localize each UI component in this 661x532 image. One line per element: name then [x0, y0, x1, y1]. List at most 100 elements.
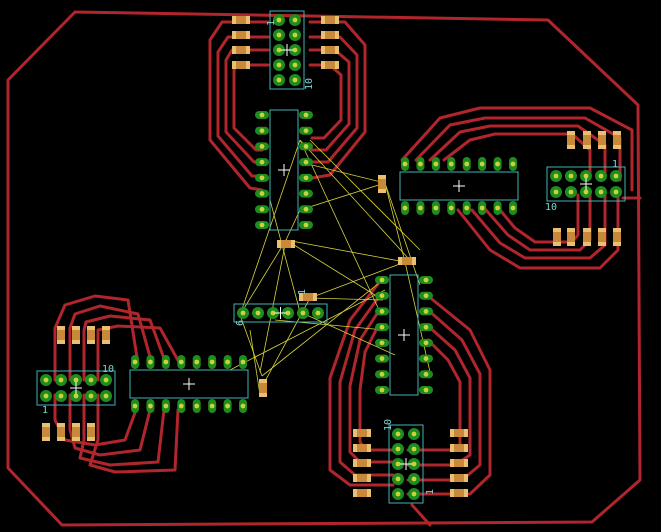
resistor-right-bottom-1-end-b: [583, 242, 591, 246]
resistor-left-top-3: [102, 326, 110, 344]
header-top-pin-0-1-hole: [276, 32, 282, 38]
header-left-pin-3-1-hole: [88, 393, 94, 399]
header-bottom-outline: [388, 424, 424, 504]
header-top-pin-1-1-hole: [292, 32, 298, 38]
header-top-pin-0-0-hole: [276, 17, 282, 23]
resistor-top-left-1: [232, 31, 250, 39]
resistor-center-d-end-b: [378, 189, 386, 193]
resistor-bottom-left-1: [353, 444, 371, 452]
header-bottom-pin-1-2-hole: [411, 461, 417, 467]
resistor-right-top-1: [583, 131, 591, 149]
header-top-outline: [269, 10, 305, 90]
resistor-center-d: [378, 175, 386, 193]
resistor-center-e: [259, 379, 267, 397]
airwire-5: [309, 261, 406, 299]
bottom-header-label-1: 1: [425, 489, 436, 495]
resistor-center-e-end-b: [259, 393, 267, 397]
airwire-19: [269, 199, 301, 313]
resistor-center-a: [277, 240, 295, 248]
ic-left-pad-t-5-hole: [209, 359, 215, 365]
resistor-top-left-0-end-a: [232, 16, 236, 24]
ic-bottom-outline: [389, 274, 419, 396]
resistor-bottom-left-3-end-b: [367, 474, 371, 482]
resistor-bottom-right-1-end-b: [464, 444, 468, 452]
header-bottom-pin-0-1-hole: [395, 446, 401, 452]
resistor-left-top-1: [72, 326, 80, 344]
resistor-top-left-3-end-a: [232, 61, 236, 69]
bottom-header-label-10: 10: [383, 419, 394, 431]
ic-right-pad-b-1-hole: [418, 205, 423, 211]
resistor-top-left-0-end-b: [246, 16, 250, 24]
left-fan-trace-4: [53, 393, 138, 447]
header-left-pin-2-1-hole: [73, 393, 79, 399]
resistor-top-right-1-end-b: [335, 31, 339, 39]
ic-top-pad-r-0-hole: [303, 112, 309, 118]
resistor-top-right-2-end-a: [321, 46, 325, 54]
header-left-pin-1-0-hole: [58, 377, 64, 383]
resistor-bottom-right-3: [450, 474, 468, 482]
resistor-top-left-2-end-a: [232, 46, 236, 54]
board-outline-trace: [6, 10, 642, 527]
resistor-right-bottom-0-end-b: [567, 242, 575, 246]
resistor-bottom-left-0: [353, 429, 371, 437]
resistor-bottom-right-1-end-a: [450, 444, 454, 452]
fan-traces: [53, 20, 634, 496]
header-right-outline: [546, 166, 626, 202]
header-left-pin-4-1-hole: [103, 393, 109, 399]
header-layer: [36, 10, 626, 504]
header-center-pin-5-0-hole: [315, 310, 321, 316]
resistor-bottom-right-0-end-a: [450, 429, 454, 437]
header-right-origin: [580, 178, 592, 190]
left-header-label-10: 10: [102, 364, 114, 375]
resistor-left-top-3-end-a: [102, 326, 110, 330]
airwire-9: [384, 182, 406, 263]
resistor-bottom-left-2-end-a: [353, 459, 357, 467]
resistor-center-c: [398, 257, 416, 265]
ic-bottom-pad-r-4-hole: [423, 340, 429, 346]
ic-top-pad-r-3-hole: [303, 159, 309, 165]
ic-bottom-pad-l-0-hole: [379, 277, 385, 283]
resistor-right-top-3: [613, 131, 621, 149]
ic-left-pad-t-0-hole: [132, 359, 138, 365]
resistor-bottom-right-2: [450, 459, 468, 467]
board-outline-traces: [6, 10, 642, 527]
resistor-right-extra-0: [553, 228, 561, 246]
resistor-left-bottom-2-end-a: [72, 423, 80, 427]
resistor-bottom-left-2: [353, 459, 371, 467]
header-left-pin-3-0-hole: [88, 377, 94, 383]
header-bottom-pin-1-0-hole: [411, 431, 417, 437]
resistor-right-bottom-3-end-b: [613, 242, 621, 246]
header-right-pin-1-1-hole: [568, 189, 574, 195]
ic-layer: [129, 109, 519, 413]
ic-right-pad-b-7-hole: [510, 205, 516, 211]
header-bottom-origin: [400, 458, 412, 470]
resistor-left-top-1-end-b: [72, 340, 80, 344]
header-bottom-pin-0-0-hole: [395, 431, 401, 437]
resistor-right-bottom-3-end-a: [613, 228, 621, 232]
resistor-bottom-left-4-end-b: [367, 489, 371, 497]
ic-right-pad-b-5-hole: [479, 205, 485, 211]
resistor-right-top-0-end-b: [567, 145, 575, 149]
ic-left-pad-b-0-hole: [132, 403, 138, 409]
ic-top-pad-l-7-hole: [259, 222, 265, 228]
ic-bottom-pad-r-3-hole: [423, 324, 429, 330]
header-center-pin-1-0-hole: [255, 310, 261, 316]
header-right-pin-2-1-hole: [583, 189, 589, 195]
ic-top-pad-l-3-hole: [259, 159, 265, 165]
resistor-top-left-1-end-a: [232, 31, 236, 39]
header-right-pin-2-0-hole: [583, 173, 589, 179]
header-bottom-pin-0-2-hole: [395, 461, 401, 467]
ic-right-pad-t-0-hole: [402, 161, 408, 167]
resistor-bottom-right-2-end-b: [464, 459, 468, 467]
resistor-left-top-2: [87, 326, 95, 344]
ic-right-outline: [399, 171, 519, 201]
ic-bottom-origin: [398, 329, 410, 341]
resistor-left-bottom-3: [87, 423, 95, 441]
header-top-origin: [281, 44, 293, 56]
ic-left-outline: [129, 369, 249, 399]
resistor-right-top-2-end-b: [598, 145, 606, 149]
bottom-fan-trace-7: [406, 338, 462, 452]
left-header-label-1: 1: [42, 405, 48, 416]
resistor-right-top-1-end-b: [583, 145, 591, 149]
ic-left-pad-b-5-hole: [209, 403, 215, 409]
